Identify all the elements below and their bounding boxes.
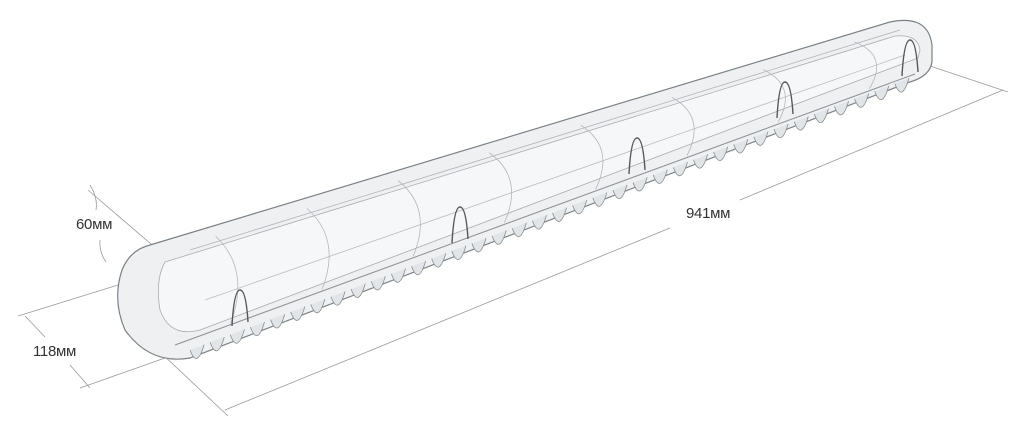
width-label: 118мм (33, 343, 77, 360)
latch-clip (628, 137, 646, 175)
base-rib (451, 245, 467, 260)
base-rib (894, 78, 910, 93)
base-rib (693, 154, 708, 169)
diffuser-arc (489, 152, 512, 223)
diffuser-arc (397, 180, 421, 257)
base-ribs (189, 78, 910, 359)
base-rib (592, 192, 608, 207)
width-extension-bottom (79, 357, 166, 389)
diffuser-arc (854, 41, 877, 89)
diffuser-arc (306, 208, 330, 290)
diffuser-arc (671, 97, 695, 156)
base-rib (411, 260, 427, 276)
base-rib (552, 207, 567, 222)
latch-clip (231, 289, 249, 327)
base-rib (813, 108, 829, 123)
length-extension-left (159, 351, 229, 417)
base-rib (209, 336, 225, 352)
base-rib (310, 298, 326, 314)
latch-clip (901, 39, 919, 77)
clips (231, 39, 919, 327)
base-rib (733, 139, 749, 154)
base-rib (270, 314, 286, 329)
base-rib (713, 146, 729, 161)
ridge-line-2 (204, 54, 906, 301)
base-rib (753, 131, 769, 146)
base-rib (834, 101, 849, 116)
base-rib (511, 222, 527, 237)
base-rib (350, 283, 366, 298)
latch-clip (776, 81, 794, 119)
base-rib (491, 230, 507, 245)
base-rib (854, 93, 870, 108)
base-rib (391, 268, 406, 283)
base-rib (793, 116, 809, 131)
length-label: 941мм (686, 205, 731, 222)
base-rib (250, 321, 265, 336)
dimension-lines (17, 65, 1009, 417)
base-rib (189, 344, 205, 359)
diffuser-arc (762, 69, 786, 123)
base-rib (672, 161, 688, 177)
base-edge (174, 73, 916, 346)
base-rib (471, 238, 487, 253)
height-extension (87, 189, 159, 251)
height-dimension-arc-a (89, 184, 97, 211)
base-rib (652, 169, 668, 184)
latch-clip (451, 206, 469, 244)
diffuser-arc (215, 235, 239, 324)
base-rib (370, 276, 386, 291)
base-rib (612, 184, 628, 199)
base-rib (572, 199, 588, 215)
base-rib (330, 291, 346, 306)
base-rib (431, 253, 447, 268)
length-extension-right (929, 65, 1009, 93)
width-dimension-line-a (24, 315, 46, 338)
height-dimension-arc-b (99, 239, 107, 263)
base-rib (874, 85, 890, 100)
base-rib (290, 306, 306, 321)
base-rib (632, 177, 648, 192)
diffuser-arc (580, 124, 604, 190)
length-dimension-line-b (739, 89, 1004, 201)
width-dimension-line-b (69, 364, 91, 389)
ridge-line-1 (189, 29, 901, 251)
length-dimension-line-a (224, 227, 671, 411)
diffuser-inner (157, 35, 921, 333)
base-rib (229, 329, 245, 344)
height-label: 60мм (76, 216, 113, 233)
diffuser-arcs (215, 41, 877, 324)
luminaire-body (117, 19, 933, 360)
base-rib (531, 215, 547, 230)
base-rib (773, 123, 789, 139)
width-extension-top (17, 284, 119, 317)
